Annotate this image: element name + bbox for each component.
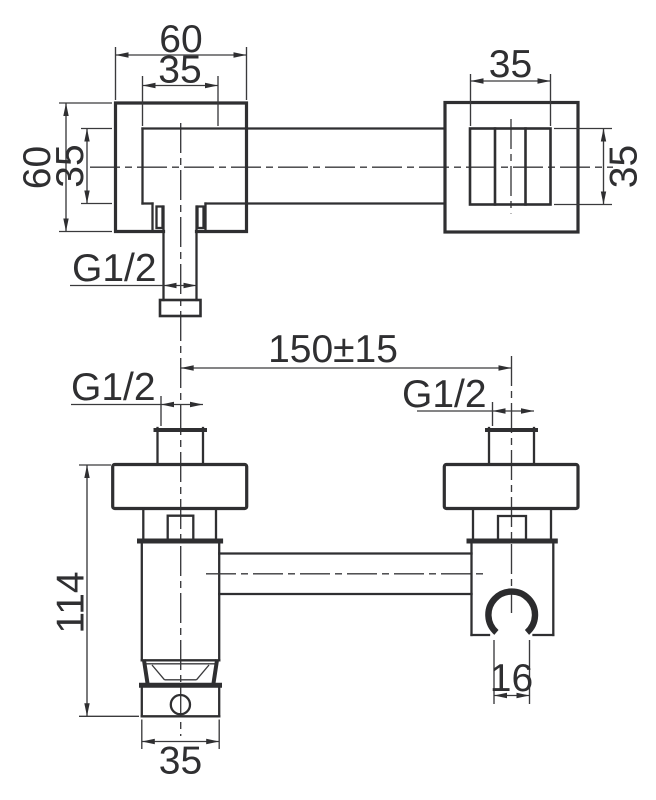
connecting-bar-top (141, 127, 447, 205)
grip-square (468, 127, 552, 206)
arrowhead (163, 282, 177, 289)
arrowhead (537, 78, 551, 84)
pipe-end-cap (158, 298, 202, 318)
connecting-bar-front (206, 552, 488, 596)
arrowhead (206, 738, 220, 745)
dim-height-inner: 35 (49, 127, 112, 205)
dim-thread-right: G1/2 (402, 373, 534, 426)
holder-opening-label: 16 (490, 657, 533, 700)
dim-height-outer: 60 (16, 102, 112, 233)
dim-holder-height: 35 (554, 127, 646, 206)
arrowhead (183, 282, 197, 289)
neck-detail (496, 514, 528, 541)
dim-overall-height: 114 (50, 464, 139, 717)
shower-holder-ring (485, 588, 539, 635)
centers-distance-label: 150±15 (268, 328, 398, 371)
dim-width-inner: 35 (141, 49, 219, 126)
arrowhead (470, 78, 484, 84)
dim-height-outer-label: 60 (16, 146, 59, 189)
arrowhead (521, 408, 534, 414)
dim-body-width: 35 (141, 719, 220, 783)
holder-block-outline (443, 100, 580, 234)
arrowhead (63, 103, 69, 116)
arrowhead (494, 692, 507, 699)
thread-label-top: G1/2 (72, 247, 157, 290)
arrowhead (516, 692, 530, 699)
top-view: 60 35 60 35 (16, 18, 646, 736)
arrowhead (498, 365, 512, 371)
thread-label-left: G1/2 (71, 366, 156, 409)
wall-flange-right (442, 462, 580, 511)
arrowhead (84, 190, 90, 204)
handle-knob (140, 686, 221, 718)
arrowhead (141, 738, 155, 745)
arrowhead (180, 365, 194, 371)
arrowhead (161, 401, 174, 408)
seal-left (155, 205, 164, 230)
dim-centers-distance: 150±15 (180, 328, 512, 371)
arrowhead (84, 703, 90, 717)
outlet-pipe-top (151, 202, 207, 318)
wall-flange-left (111, 462, 249, 511)
seal-right (196, 205, 205, 230)
arrowhead (142, 82, 156, 89)
arrowhead (492, 408, 506, 414)
arrowhead (600, 191, 607, 205)
dim-height-inner-label: 35 (49, 144, 92, 187)
thread-label-right: G1/2 (402, 373, 487, 416)
neck-detail (166, 514, 195, 541)
arrowhead (233, 52, 247, 58)
dim-thread-left: G1/2 (71, 366, 203, 426)
dim-holder-height-label: 35 (603, 145, 646, 188)
holder-grip-section (468, 127, 552, 206)
dim-thread-top: G1/2 (70, 247, 197, 290)
right-holder-unit (442, 426, 580, 637)
dim-width-outer: 60 (114, 18, 248, 100)
arrowhead (600, 128, 607, 142)
valve-block-outline (113, 101, 249, 234)
dim-holder-width: 35 (469, 43, 552, 126)
arrowhead (115, 52, 129, 58)
arrowhead (63, 218, 69, 232)
arrowhead (84, 128, 90, 142)
dim-width-outer-label: 60 (159, 18, 202, 61)
body-width-label: 35 (159, 740, 202, 783)
arrowhead (205, 82, 218, 89)
dim-holder-opening: 16 (490, 640, 533, 704)
dim-holder-width-label: 35 (489, 43, 532, 86)
left-mixer-unit (111, 426, 249, 718)
handle-collar (139, 659, 222, 688)
dim-width-inner-label: 35 (158, 49, 201, 92)
handle-screw-hole (169, 693, 192, 716)
overall-height-label: 114 (50, 571, 93, 633)
arrowhead (84, 465, 90, 478)
arrowhead (190, 401, 203, 408)
front-view: 150±15 G1/2 G1/2 (50, 328, 580, 783)
